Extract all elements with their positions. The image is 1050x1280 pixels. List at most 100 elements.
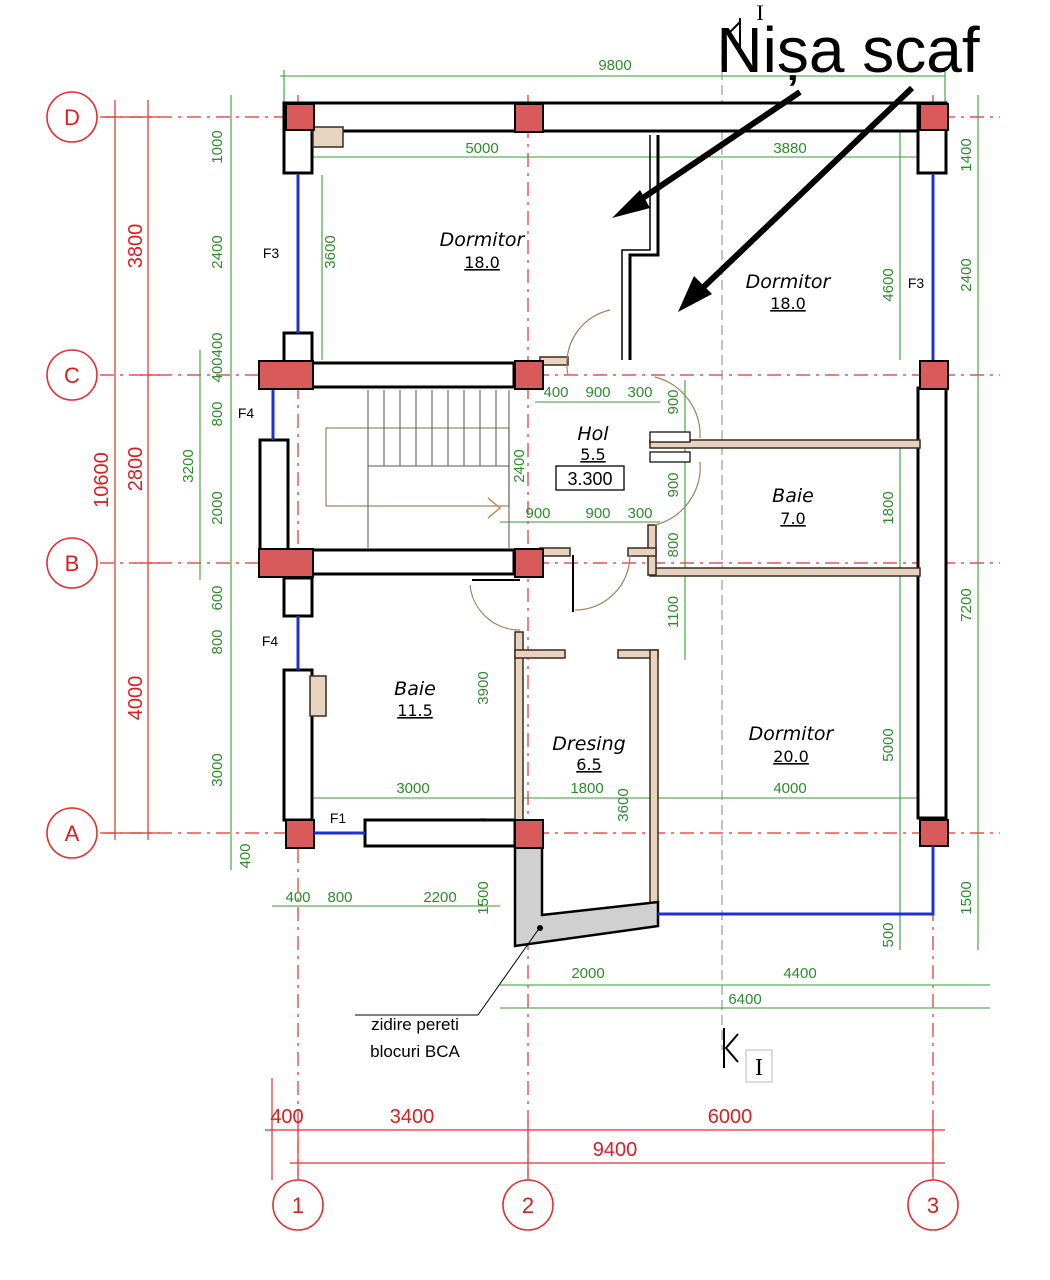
- svg-text:400: 400: [285, 889, 310, 906]
- svg-text:400: 400: [237, 843, 254, 868]
- bottom-red-dimensions: 400 3400 6000 9400: [265, 1078, 945, 1180]
- svg-text:900: 900: [525, 505, 550, 522]
- dim-4000: 4000: [125, 676, 147, 721]
- svg-text:Dresing: Dresing: [552, 733, 625, 755]
- axis-gridlines: [100, 40, 1000, 1180]
- svg-text:3600: 3600: [322, 235, 339, 268]
- room-hol: Hol 5.5 3.300: [555, 423, 625, 491]
- svg-text:900: 900: [665, 389, 682, 414]
- axis-bubble-a: A: [46, 807, 98, 859]
- dim-3400: 3400: [390, 1106, 435, 1128]
- svg-text:3000: 3000: [209, 753, 226, 786]
- svg-text:6.5: 6.5: [576, 755, 601, 774]
- svg-text:2200: 2200: [423, 889, 456, 906]
- window-label-f4-top: F4: [238, 405, 255, 421]
- dim-9400: 9400: [593, 1139, 638, 1161]
- dim-10600: 10600: [91, 452, 113, 508]
- svg-text:900: 900: [585, 384, 610, 401]
- room-dormitor-nw: Dormitor 18.0: [440, 229, 526, 272]
- room-baie-west: Baie 11.5: [394, 678, 436, 720]
- level-marker: 3.300: [567, 469, 612, 489]
- svg-text:800: 800: [209, 629, 226, 654]
- axis-bubble-3: 3: [907, 1179, 959, 1231]
- bca-wall-block: [513, 844, 660, 948]
- svg-text:600: 600: [209, 585, 226, 610]
- window-label-f3-left: F3: [263, 245, 280, 261]
- svg-text:400: 400: [209, 357, 226, 382]
- svg-text:3600: 3600: [615, 788, 632, 821]
- svg-text:500: 500: [880, 922, 897, 947]
- svg-text:5000: 5000: [880, 728, 897, 761]
- svg-text:2000: 2000: [571, 965, 604, 982]
- green-dimensions: 9800 400 5000 3880 400 1000 2400 400 400…: [180, 57, 990, 1009]
- svg-text:9800: 9800: [598, 57, 631, 74]
- svg-text:3900: 3900: [475, 671, 492, 704]
- svg-text:Baie: Baie: [394, 678, 436, 700]
- svg-text:1000: 1000: [209, 130, 226, 163]
- left-red-dimensions: 10600 3800 2800 4000: [91, 100, 160, 840]
- svg-text:zidire pereti: zidire pereti: [371, 1015, 459, 1034]
- svg-text:I: I: [755, 1055, 763, 1081]
- dim-6000: 6000: [708, 1106, 753, 1128]
- svg-text:C: C: [64, 363, 80, 388]
- svg-text:1500: 1500: [958, 881, 975, 914]
- svg-text:1400: 1400: [958, 138, 975, 171]
- window-label-f4-bottom: F4: [262, 633, 279, 649]
- svg-text:900: 900: [585, 505, 610, 522]
- svg-text:4600: 4600: [880, 268, 897, 301]
- annotation-arrows: [612, 85, 915, 312]
- svg-text:B: B: [65, 551, 80, 576]
- svg-text:400: 400: [209, 332, 226, 357]
- axis-bubble-b: B: [46, 537, 98, 589]
- room-dormitor-ne: Dormitor 18.0: [746, 271, 832, 313]
- svg-text:3200: 3200: [180, 449, 197, 482]
- svg-text:5.5: 5.5: [580, 445, 605, 464]
- svg-text:300: 300: [627, 505, 652, 522]
- svg-text:400: 400: [543, 384, 568, 401]
- svg-text:800: 800: [209, 401, 226, 426]
- columns: [258, 103, 949, 849]
- svg-text:300: 300: [627, 384, 652, 401]
- wardrobe-niche: [621, 135, 660, 360]
- svg-text:2: 2: [522, 1193, 534, 1218]
- svg-text:1100: 1100: [665, 596, 682, 628]
- axis-bubble-d: D: [46, 91, 98, 143]
- svg-text:800: 800: [327, 889, 352, 906]
- svg-text:D: D: [64, 105, 80, 130]
- annotation-nisa-scaf: Nișa scaf: [716, 14, 979, 86]
- svg-text:Dormitor: Dormitor: [440, 229, 526, 251]
- section-marker-top: I: [726, 0, 764, 50]
- dim-400: 400: [270, 1106, 303, 1128]
- dim-3800: 3800: [125, 224, 147, 269]
- window-label-f1: F1: [330, 810, 347, 826]
- svg-text:18.0: 18.0: [770, 294, 806, 313]
- svg-text:2000: 2000: [209, 491, 226, 524]
- svg-text:3: 3: [927, 1193, 939, 1218]
- svg-text:2400: 2400: [511, 449, 528, 482]
- svg-text:1800: 1800: [570, 780, 603, 797]
- svg-text:4000: 4000: [773, 780, 806, 797]
- windows: [271, 175, 935, 916]
- room-baie-east: Baie 7.0: [772, 485, 814, 528]
- svg-text:800: 800: [665, 532, 682, 557]
- svg-text:4400: 4400: [783, 965, 816, 982]
- staircase: [325, 390, 510, 548]
- window-label-f3-right: F3: [908, 275, 925, 291]
- room-dormitor-se: Dormitor 20.0: [749, 723, 835, 766]
- svg-text:18.0: 18.0: [464, 253, 500, 272]
- svg-text:7.0: 7.0: [780, 509, 805, 528]
- svg-text:I: I: [756, 0, 763, 25]
- svg-text:Dormitor: Dormitor: [746, 271, 832, 293]
- svg-text:6400: 6400: [728, 991, 761, 1008]
- room-dresing: Dresing 6.5: [552, 733, 625, 774]
- section-marker-bottom: I: [723, 1028, 773, 1083]
- axis-bubble-1: 1: [272, 1179, 324, 1231]
- svg-text:7200: 7200: [958, 588, 975, 621]
- bca-note: zidire pereti blocuri BCA: [355, 925, 543, 1061]
- svg-text:1: 1: [292, 1193, 304, 1218]
- svg-text:3880: 3880: [773, 140, 806, 157]
- svg-text:3000: 3000: [396, 780, 429, 797]
- svg-text:A: A: [65, 821, 80, 846]
- svg-text:blocuri BCA: blocuri BCA: [370, 1042, 460, 1061]
